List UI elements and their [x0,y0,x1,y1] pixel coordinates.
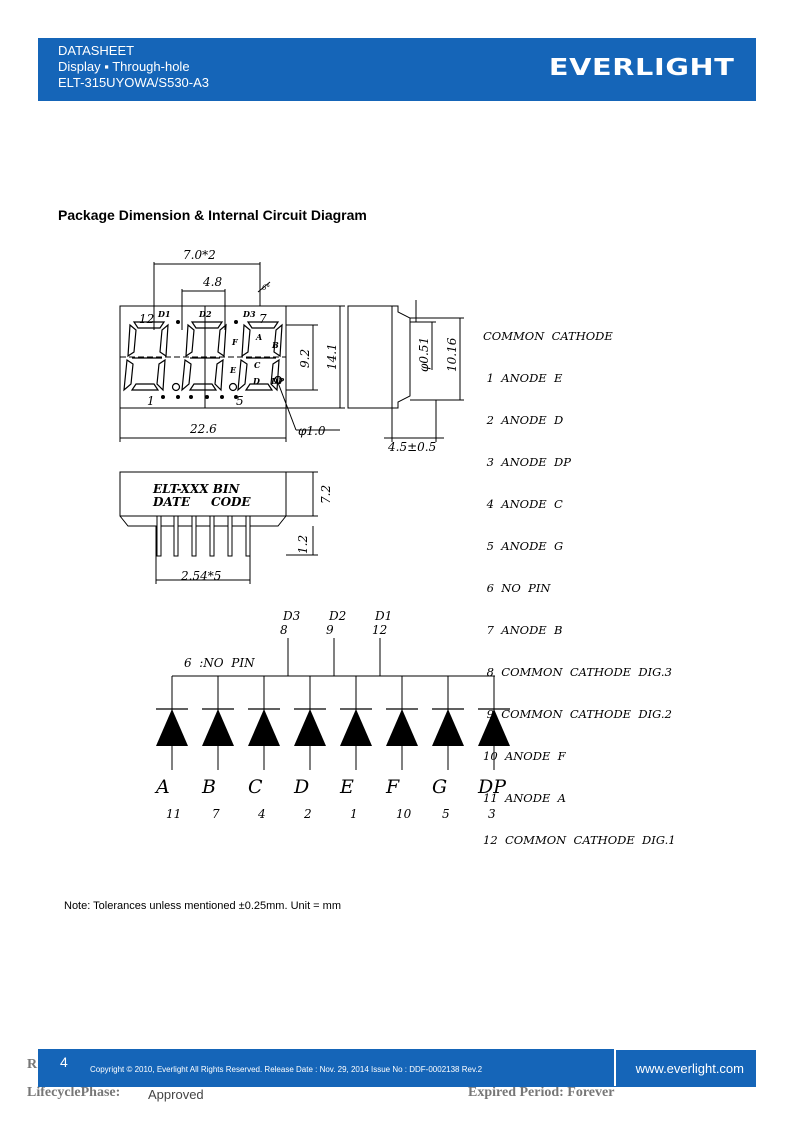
common-pin: 12 [372,623,387,637]
pin-row: 12 COMMON CATHODE DIG.1 [483,833,676,847]
segment-pin: 1 [350,807,358,821]
tolerance-note: Note: Tolerances unless mentioned ±0.25m… [64,900,341,912]
common-digit: D2 [328,609,346,623]
segment-name: D [293,776,309,798]
seg-mark-a: A [255,332,262,342]
pin-row: 9 COMMON CATHODE DIG.2 [483,707,672,721]
copyright-text: Copyright © 2010, Everlight All Rights R… [90,1065,483,1074]
dim-width: 22.6 [189,422,217,436]
dim-side-height: 10.16 [445,337,459,372]
diode-e [340,676,372,770]
seg-mark-d: D [252,376,260,386]
digit-label-d1: D1 [157,309,171,319]
section-title: Package Dimension & Internal Circuit Dia… [58,207,367,223]
circuit-wires [172,638,495,677]
header-text: DATASHEET Display ▪ Through-hole ELT-315… [58,43,209,91]
dim-height-outer: 14.1 [325,343,339,370]
seg-mark-b: B [271,340,279,350]
pin-mark-7: 7 [259,312,267,326]
dim-height-inner: 9.2 [298,349,312,368]
digit-outlines [123,321,283,392]
pin-table: COMMON CATHODE 1 ANODE E 2 ANODE D 3 ANO… [483,301,676,861]
pin-row: 7 ANODE B [483,623,563,637]
label-line2: DATE CODE [152,495,251,509]
segment-name: B [201,776,216,798]
segment-pin: 3 [488,807,496,821]
pin-row: 6 NO PIN [483,581,551,595]
pin-mark-12: 12 [139,312,154,326]
website-link[interactable]: www.everlight.com [635,1061,744,1076]
pin-table-title: COMMON CATHODE [483,329,613,343]
part-number: ELT-315UYOWA/S530-A3 [58,75,210,90]
website-box: www.everlight.com [616,1050,756,1086]
diode-d [294,676,326,770]
pin-row: 5 ANODE G [483,539,564,553]
pin-row: 10 ANODE F [483,749,566,763]
segment-name: A [154,776,170,798]
pin-mark-5: 5 [236,394,244,408]
dim-dot-dia: φ1.0 [298,424,326,438]
label-line1: ELT-XXX BIN [152,482,241,496]
segment-name: F [385,776,400,798]
diode-dp [478,676,510,770]
segment-labels: A 11 B 7 C 4 D 2 E 1 F 10 G 5 DP 3 [154,776,507,821]
footer-bar: 4 Copyright © 2010, Everlight All Rights… [38,1048,756,1087]
diode-b [202,676,234,770]
diode-f [386,676,418,770]
common-pin: 9 [326,623,334,637]
dim-pin-length: 1.2 [296,535,310,554]
page-number: 4 [60,1054,68,1070]
segment-name: G [432,776,447,798]
seg-mark-dp: DP [270,376,285,386]
header-bar: DATASHEET Display ▪ Through-hole ELT-315… [38,38,756,101]
everlight-logo: EVERLIGHT [548,55,734,81]
common-digit: D1 [374,609,392,623]
diode-array [156,676,510,770]
dim-angle: 6° [262,284,270,292]
pin-row: 2 ANODE D [483,413,564,427]
seg-mark-f: F [231,337,239,347]
ghost-expired: Expired Period: Forever [468,1085,615,1100]
dim-pitch: 7.0*2 [183,248,216,262]
ghost-approved: Approved [148,1087,204,1102]
segment-name: E [339,776,354,798]
ghost-r: R [27,1057,38,1072]
digit-label-d2: D2 [198,309,212,319]
common-digit: D3 [282,609,301,623]
dim-digit-width: 4.8 [202,275,222,289]
pin-mark-1: 1 [147,394,155,408]
segment-pin: 4 [257,807,266,821]
segment-pin: 11 [166,807,181,821]
dim-pin-dia: φ0.51 [417,337,431,372]
segment-pin: 2 [303,807,312,821]
segment-name: DP [477,776,507,798]
pin-row: 1 ANODE E [483,371,563,385]
doc-type: DATASHEET [58,43,135,58]
segment-pin: 5 [442,807,450,821]
no-pin-note: 6 :NO PIN [184,656,255,670]
diode-g [432,676,464,770]
common-pin: 8 [280,623,288,637]
product-category: Display ▪ Through-hole [58,59,190,74]
dim-depth: 4.5±0.5 [387,440,436,454]
segment-pin: 7 [212,807,220,821]
segment-name: C [248,776,263,798]
pin-row: 11 ANODE A [483,791,566,805]
side-view [347,300,464,442]
digit-label-d3: D3 [242,309,256,319]
ghost-lifecycle: LifecyclePhase: [27,1085,121,1100]
dim-pin-pitch: 2.54*5 [180,569,221,583]
pin-row: 4 ANODE C [483,497,563,511]
seg-mark-c: C [254,360,261,370]
diode-a [156,676,188,770]
segment-pin: 10 [396,807,412,821]
pin-row: 3 ANODE DP [483,455,571,469]
dim-body-height: 7.2 [319,485,333,504]
diode-c [248,676,280,770]
seg-mark-e: E [229,365,237,375]
pin-row: 8 COMMON CATHODE DIG.3 [483,665,672,679]
